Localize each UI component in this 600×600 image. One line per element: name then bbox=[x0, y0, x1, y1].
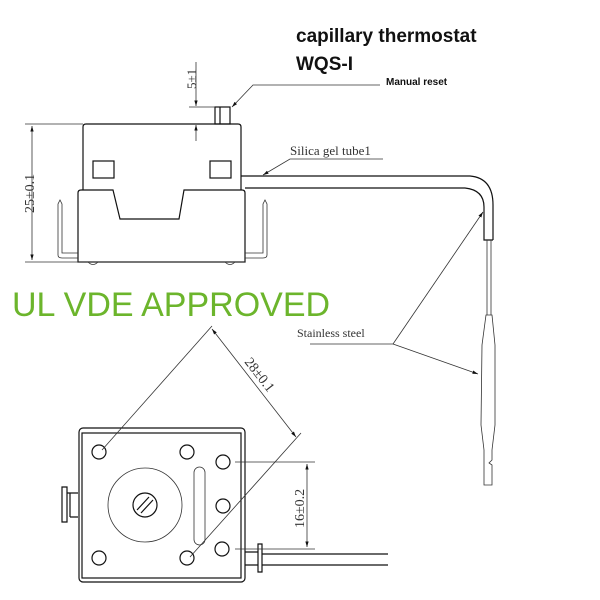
reset-screw bbox=[132, 492, 158, 518]
reset-disc bbox=[107, 467, 183, 543]
mount-hole bbox=[179, 444, 195, 460]
mount-hole bbox=[91, 444, 107, 460]
terminal-hole bbox=[214, 541, 230, 557]
terminal-spacing-dimension: 16±0.2 bbox=[293, 489, 308, 528]
pin-left bbox=[57, 199, 78, 259]
oval-slot bbox=[193, 466, 206, 546]
cable-exit bbox=[245, 543, 388, 573]
body-lower bbox=[77, 189, 246, 263]
window-right bbox=[209, 160, 232, 179]
base-outer bbox=[78, 427, 246, 583]
terminal-hole bbox=[215, 498, 231, 514]
screw-slot bbox=[136, 496, 154, 514]
mount-hole bbox=[91, 550, 107, 566]
reset-height-dimension: 5±1 bbox=[184, 69, 199, 89]
base-inner bbox=[81, 432, 242, 579]
title-line1: capillary thermostat bbox=[296, 26, 477, 47]
title-line2: WQS-I bbox=[296, 54, 353, 75]
window-left bbox=[92, 160, 115, 179]
silica-gel-tube bbox=[241, 175, 494, 240]
capillary bbox=[486, 240, 492, 315]
body-upper bbox=[82, 123, 242, 190]
manual-reset-button bbox=[214, 106, 231, 125]
mount-hole bbox=[179, 550, 195, 566]
approval-label: UL VDE APPROVED bbox=[12, 286, 330, 324]
pin-right bbox=[245, 199, 268, 259]
side-knob bbox=[61, 486, 78, 523]
height-dimension: 25±0.1 bbox=[23, 174, 38, 213]
silica-gel-tube-label: Silica gel tube1 bbox=[290, 143, 371, 158]
stainless-steel-label: Stainless steel bbox=[297, 326, 365, 340]
manual-reset-label: Manual reset bbox=[386, 77, 448, 88]
sensor-bulb bbox=[480, 314, 496, 486]
bottom-view: 28±0.1 16±0.2 bbox=[61, 325, 388, 583]
terminal-hole bbox=[215, 454, 231, 470]
side-view: 25±0.1 5±1 Manual reset Silica gel tube1 bbox=[23, 62, 496, 486]
